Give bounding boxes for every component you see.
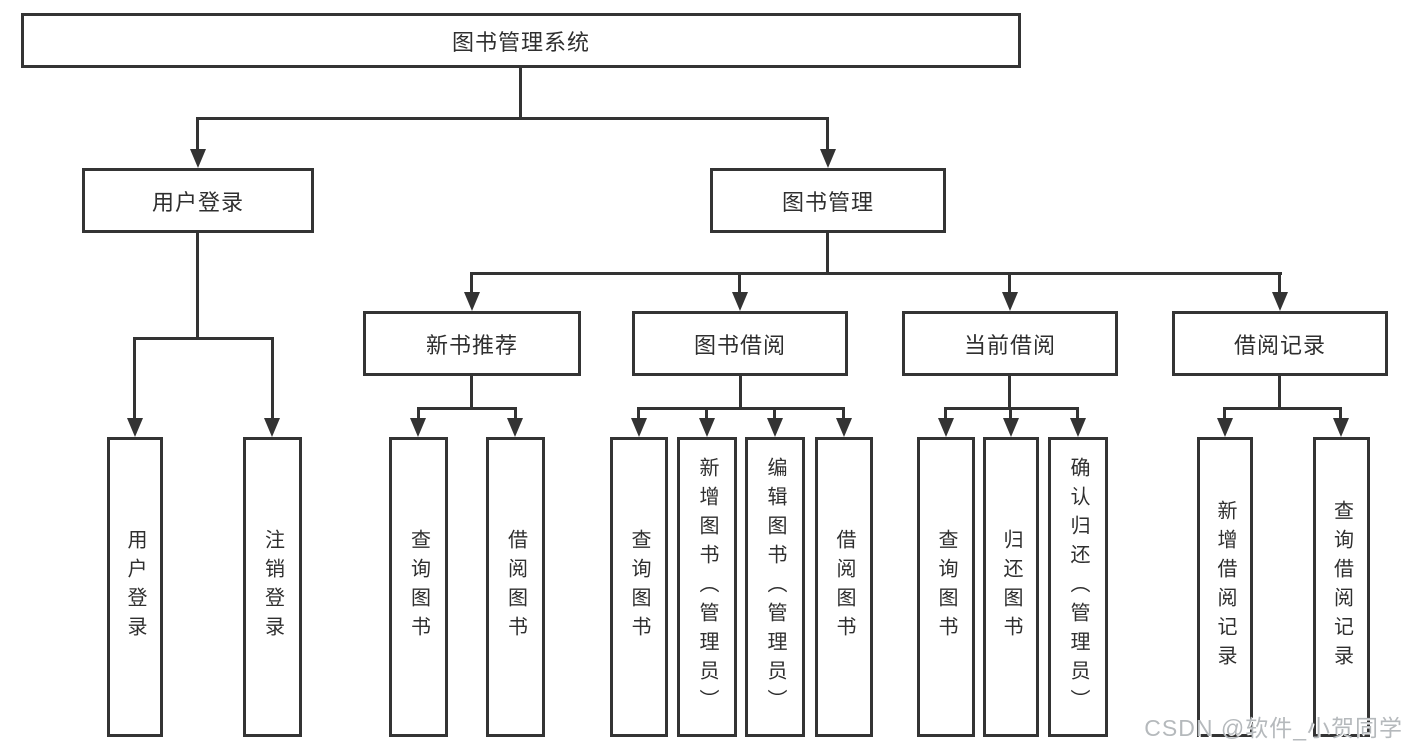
- connector-line: [1339, 407, 1342, 418]
- connector-line: [196, 117, 199, 151]
- node-label: 用户登录: [151, 189, 244, 215]
- leaf-label: 新增图书（管理员）: [696, 456, 718, 718]
- arrow-down-icon: [507, 418, 523, 437]
- connector-line: [826, 117, 829, 151]
- leaf-label: 新增借阅记录: [1214, 500, 1236, 674]
- node-new-book-recommend: 新书推荐: [363, 311, 581, 376]
- connector-line: [196, 233, 199, 337]
- arrow-down-icon: [836, 418, 852, 437]
- arrow-down-icon: [410, 418, 426, 437]
- arrow-down-icon: [767, 418, 783, 437]
- connector-line: [842, 407, 845, 418]
- connector-line: [133, 337, 273, 340]
- node-label: 借阅记录: [1233, 332, 1326, 358]
- connector-line: [417, 407, 420, 418]
- node-label: 当前借阅: [963, 332, 1056, 358]
- connector-line: [271, 337, 274, 418]
- connector-line: [514, 407, 517, 418]
- connector-line: [1009, 407, 1012, 418]
- node-book-borrow: 图书借阅: [632, 311, 848, 376]
- connector-line: [519, 68, 522, 117]
- leaf-confirm-return-admin: 确认归还（管理员）: [1048, 437, 1108, 737]
- arrow-down-icon: [264, 418, 280, 437]
- leaf-borrow-query-books: 查询图书: [610, 437, 668, 737]
- node-label: 新书推荐: [425, 332, 518, 358]
- arrow-down-icon: [1070, 418, 1086, 437]
- connector-line: [1223, 407, 1226, 418]
- connector-line: [1278, 376, 1281, 407]
- leaf-label: 注销登录: [261, 529, 284, 645]
- arrow-down-icon: [1002, 292, 1018, 311]
- leaf-query-borrow-record: 查询借阅记录: [1313, 437, 1370, 737]
- leaf-return-book: 归还图书: [983, 437, 1039, 737]
- connector-line: [470, 376, 473, 407]
- connector-line: [1008, 272, 1011, 292]
- leaf-label: 确认归还（管理员）: [1067, 456, 1089, 718]
- connector-line: [196, 117, 829, 120]
- node-current-borrow: 当前借阅: [902, 311, 1118, 376]
- connector-line: [738, 272, 741, 292]
- leaf-add-borrow-record: 新增借阅记录: [1197, 437, 1253, 737]
- connector-line: [417, 407, 517, 410]
- leaf-label: 归还图书: [1000, 529, 1022, 645]
- node-book-management: 图书管理: [710, 168, 946, 233]
- arrow-down-icon: [1003, 418, 1019, 437]
- connector-line: [1008, 376, 1011, 407]
- connector-line: [1223, 407, 1341, 410]
- node-library-management-system: 图书管理系统: [21, 13, 1021, 68]
- csdn-watermark: CSDN @软件_小贺同学: [1144, 715, 1403, 741]
- arrow-down-icon: [820, 149, 836, 168]
- connector-line: [944, 407, 947, 418]
- arrow-down-icon: [1217, 418, 1233, 437]
- connector-line: [826, 233, 829, 272]
- arrow-down-icon: [938, 418, 954, 437]
- leaf-label: 用户登录: [124, 529, 146, 645]
- leaf-label: 借阅图书: [504, 529, 527, 645]
- arrow-down-icon: [464, 292, 480, 311]
- node-borrow-records: 借阅记录: [1172, 311, 1388, 376]
- connector-line: [470, 272, 473, 292]
- connector-line: [470, 272, 1282, 275]
- arrow-down-icon: [631, 418, 647, 437]
- arrow-down-icon: [699, 418, 715, 437]
- arrow-down-icon: [190, 149, 206, 168]
- arrow-down-icon: [732, 292, 748, 311]
- leaf-add-book-admin: 新增图书（管理员）: [677, 437, 737, 737]
- connector-line: [637, 407, 640, 418]
- arrow-down-icon: [127, 418, 143, 437]
- connector-line: [773, 407, 776, 418]
- connector-line: [133, 337, 136, 418]
- leaf-newrec-borrow-books: 借阅图书: [486, 437, 545, 737]
- leaf-label: 查询借阅记录: [1330, 500, 1353, 674]
- node-label: 图书管理: [781, 189, 874, 215]
- node-user-login: 用户登录: [82, 168, 314, 233]
- connector-line: [705, 407, 708, 418]
- leaf-borrow-borrow-books: 借阅图书: [815, 437, 873, 737]
- leaf-logout: 注销登录: [243, 437, 302, 737]
- leaf-label: 查询图书: [935, 529, 957, 645]
- leaf-user-login: 用户登录: [107, 437, 163, 737]
- connector-line: [739, 376, 742, 407]
- leaf-label: 查询图书: [407, 529, 430, 645]
- leaf-label: 查询图书: [628, 529, 650, 645]
- leaf-label: 编辑图书（管理员）: [764, 456, 786, 718]
- arrow-down-icon: [1333, 418, 1349, 437]
- leaf-edit-book-admin: 编辑图书（管理员）: [745, 437, 805, 737]
- connector-line: [1278, 272, 1281, 292]
- leaf-label: 借阅图书: [833, 529, 855, 645]
- node-label: 图书管理系统: [451, 29, 590, 55]
- connector-line: [637, 407, 844, 410]
- arrow-down-icon: [1272, 292, 1288, 311]
- leaf-current-query-books: 查询图书: [917, 437, 975, 737]
- node-label: 图书借阅: [693, 332, 786, 358]
- connector-line: [1076, 407, 1079, 418]
- leaf-newrec-query-books: 查询图书: [389, 437, 448, 737]
